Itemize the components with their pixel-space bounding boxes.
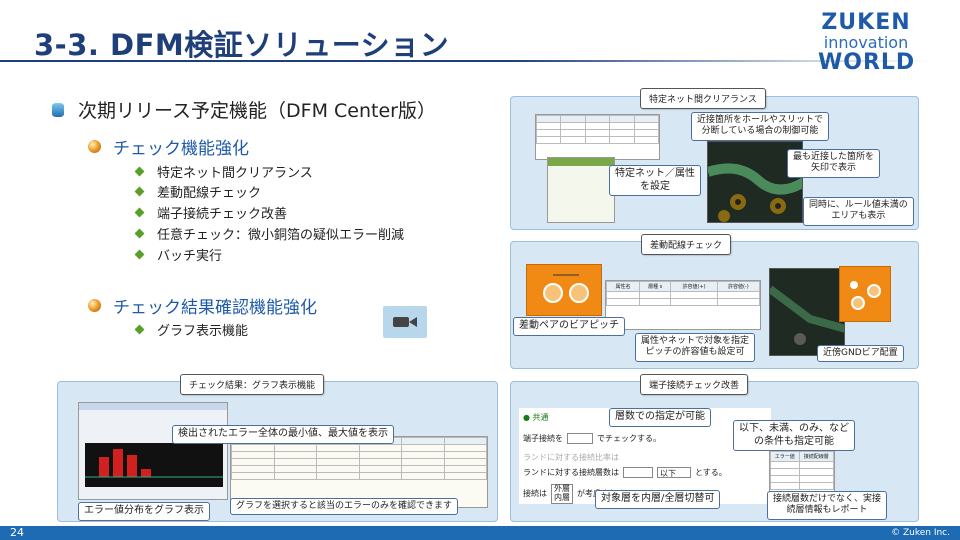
logo-line-3: WORLD (818, 50, 916, 75)
col-layer: 層種 s (638, 281, 672, 292)
option-inner[interactable]: 内層 (554, 492, 570, 502)
orb-bullet-icon (88, 140, 101, 153)
diamond-bullet-icon (134, 166, 145, 177)
form-row-layers: ランドに対する接続層数は 以下 とする。 (523, 467, 767, 478)
callout-net-attribute: 特定ネット／属性 を設定 (609, 165, 701, 196)
callout-layer-count: 層数での指定が可能 (609, 408, 711, 427)
window-titlebar (79, 403, 227, 410)
pcb-trace-graphic (708, 163, 802, 222)
panel-diff-wiring: 属性名 層種 s 許容値(+) 許容値(-) 差動ペアのビアピッチ 属性やネット… (510, 241, 919, 369)
list-item: 特定ネット間クリアランス (134, 162, 313, 181)
report-table: エラー値 接続配線層 (770, 451, 835, 490)
pcb-diff-graphic (770, 285, 844, 345)
list-item-text: 端子接続チェック改善 (157, 207, 288, 222)
copyright: © Zuken Inc. (891, 528, 950, 538)
diff-pair-via-image (526, 264, 602, 316)
diamond-bullet-icon (134, 324, 145, 335)
logo-line-2: innovation (823, 33, 909, 52)
section-title: チェック機能強化 (113, 139, 249, 159)
list-item-text: グラフ表示機能 (157, 324, 249, 339)
panel-net-clearance: 近接箇所をホールやスリットで 分断している場合の制御可能 特定ネット／属性 を設… (510, 96, 919, 230)
callout-inner-all: 対象層を内層/全層切替可 (595, 490, 721, 509)
panel-graph-display: 検出されたエラー全体の最小値、最大値を表示 エラー値分布をグラフ表示 グラフを選… (57, 381, 498, 522)
section-title: チェック結果確認機能強化 (113, 298, 317, 318)
list-item: グラフ表示機能 (134, 320, 249, 339)
list-item: バッチ実行 (134, 245, 223, 264)
form-text: ランドに対する接続層数は (523, 468, 619, 477)
gnd-via-image (839, 266, 891, 322)
via-pair-graphic (543, 274, 589, 303)
callout-report: 接続層数だけでなく、実接 続層情報もレポート (767, 491, 888, 520)
diamond-bullet-icon (134, 228, 145, 239)
list-item-text: 任意チェック：微小銅箔の疑似エラー削減 (157, 228, 405, 243)
diamond-bullet-icon (134, 249, 145, 260)
col-tol-minus: 許容値(-) (716, 281, 761, 292)
callout-hole-slit: 近接箇所をホールやスリットで 分断している場合の制御可能 (691, 112, 830, 141)
pcb-diff-image (769, 268, 845, 356)
layer-scope-listbox[interactable]: 外層 内層 (551, 484, 573, 504)
main-bullet: 次期リリース予定機能（DFM Center版） (52, 96, 436, 123)
col-tol-plus: 許容値(+) (670, 281, 718, 292)
section-heading-result: チェック結果確認機能強化 (88, 293, 317, 318)
gnd-via-graphic (850, 281, 881, 310)
error-histogram (85, 443, 223, 487)
clearance-settings-screenshot (535, 114, 660, 160)
logo-line-1: ZUKEN (821, 10, 911, 35)
callout-min-max: 検出されたエラー全体の最小値、最大値を表示 (172, 425, 394, 444)
video-camera-icon (393, 317, 417, 327)
orb-bullet-icon (88, 299, 101, 312)
list-item: 差動配線チェック (134, 182, 262, 201)
cylinder-bullet-icon (52, 102, 64, 117)
layer-count-select[interactable] (567, 433, 593, 444)
col-error-value: エラー値 (770, 451, 800, 462)
form-text: 接続は (523, 489, 547, 499)
layer-count-input[interactable] (623, 467, 653, 478)
list-item-text: 特定ネット間クリアランス (157, 166, 313, 181)
form-text: でチェックする。 (597, 434, 661, 443)
option-outer[interactable]: 外層 (554, 484, 570, 493)
col-attr: 属性名 (606, 281, 640, 292)
title-underline (0, 60, 930, 62)
callout-conditions: 以下、未満、のみ、など の条件も指定可能 (733, 420, 855, 451)
panel-title-diff-wiring: 差動配線チェック (641, 234, 732, 255)
panel-title-graph-display: チェック結果：グラフ表示機能 (180, 374, 325, 395)
section-heading-check: チェック機能強化 (88, 134, 249, 159)
list-item: 端子接続チェック改善 (134, 203, 288, 222)
panel-title-net-clearance: 特定ネット間クリアランス (640, 88, 766, 109)
graph-window-screenshot (78, 402, 228, 500)
form-text: 端子接続を (523, 434, 563, 443)
diamond-bullet-icon (134, 207, 145, 218)
panel-terminal-check: ● 共通 端子接続を でチェックする。 ランドに対する接続比率は ランドに対する… (510, 381, 919, 522)
clearance-settings-table (535, 115, 660, 144)
page-number: 24 (10, 526, 24, 539)
col-connected-layers: 接続配線層 (798, 451, 835, 462)
net-attribute-dialog (547, 157, 615, 223)
callout-under-rule-area: 同時に、ルール値未満の エリアも表示 (803, 197, 914, 226)
form-text: とする。 (695, 468, 727, 477)
form-common-label: ● 共通 (523, 413, 549, 422)
condition-select[interactable]: 以下 (657, 467, 691, 478)
histogram-bars (85, 449, 223, 478)
diff-settings-table: 属性名 層種 s 許容値(+) 許容値(-) (606, 281, 761, 306)
slide-title: 3-3. DFM検証ソリューション (34, 28, 450, 62)
footer-bar: 24 © Zuken Inc. (0, 526, 960, 540)
callout-via-pitch: 差動ペアのビアピッチ (513, 317, 625, 336)
list-item-text: バッチ実行 (157, 249, 223, 264)
callout-closest-arrow: 最も近接した箇所を 矢印で表示 (787, 149, 881, 178)
form-row-terminal: 端子接続を でチェックする。 (523, 433, 767, 444)
callout-gnd-via: 近傍GNDビア配置 (817, 345, 904, 363)
diff-settings-screenshot: 属性名 層種 s 許容値(+) 許容値(-) (605, 280, 761, 330)
main-bullet-text: 次期リリース予定機能（DFM Center版） (78, 100, 436, 122)
form-ratio-row: ランドに対する接続比率は (523, 453, 619, 462)
panel-title-terminal-check: 端子接続チェック改善 (640, 374, 749, 395)
callout-distribution: エラー値分布をグラフ表示 (78, 502, 210, 521)
video-play-button[interactable] (383, 306, 427, 338)
list-item: 任意チェック：微小銅箔の疑似エラー削減 (134, 224, 405, 243)
callout-select-graph: グラフを選択すると該当のエラーのみを確認できます (230, 498, 459, 516)
list-item-text: 差動配線チェック (157, 186, 262, 201)
callout-target-tolerance: 属性やネットで対象を指定 ピッチの許容値も設定可 (635, 333, 756, 362)
zuken-innovation-world-logo: ZUKEN innovation WORLD (818, 12, 914, 74)
diamond-bullet-icon (134, 186, 145, 197)
dialog-titlebar (548, 158, 614, 166)
